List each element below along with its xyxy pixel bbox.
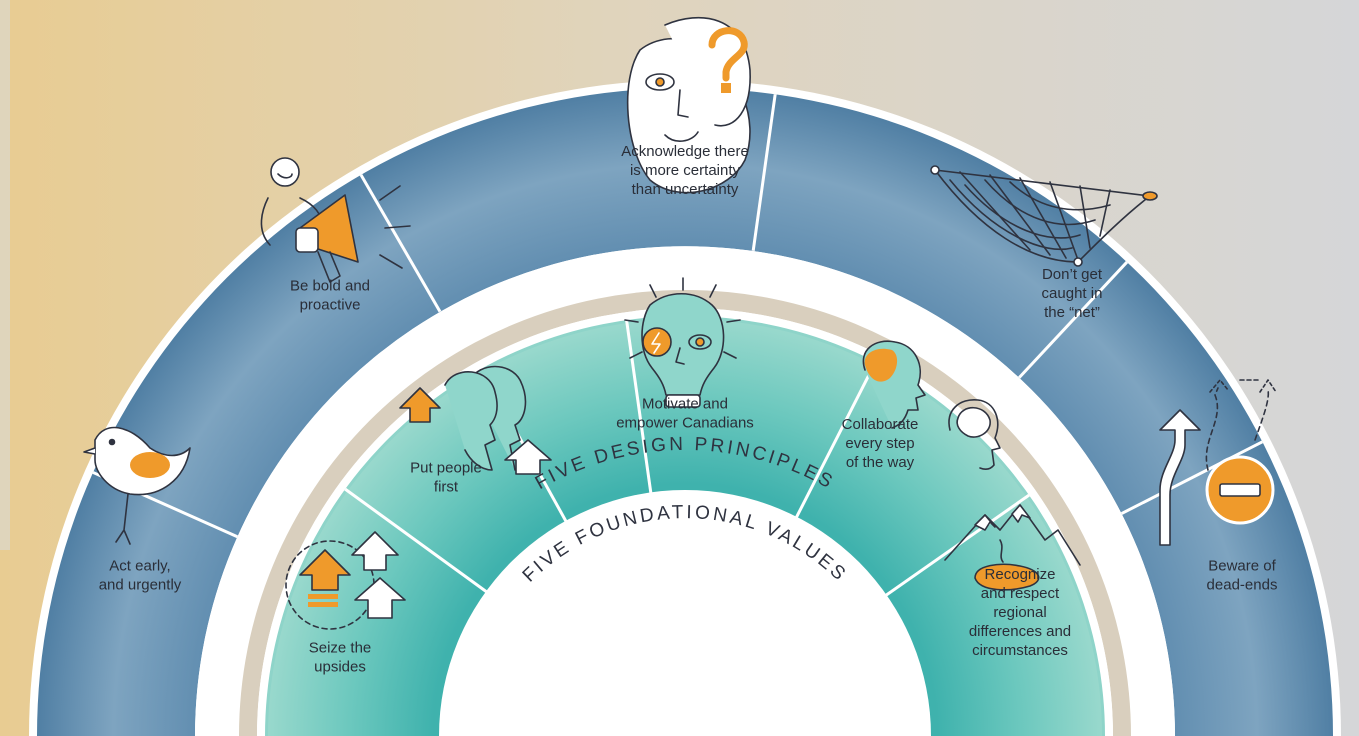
value-label-line: Collaborate xyxy=(842,416,919,433)
principle-label-line: dead-ends xyxy=(1207,577,1278,594)
value-label-line: empower Canadians xyxy=(616,415,754,432)
value-label-line: Seize the xyxy=(309,640,372,657)
upside-arrows-icon xyxy=(285,531,406,630)
value-label-line: Put people xyxy=(410,460,482,477)
value-label-line: every step xyxy=(845,435,914,452)
bird-icon xyxy=(83,426,191,545)
ring-divider-2 xyxy=(751,94,777,251)
principle-label-line: Don’t get xyxy=(1042,266,1103,283)
principle-label-line: Be bold and xyxy=(290,278,370,295)
principle-label-line: than uncertainty xyxy=(632,181,739,198)
principle-label-line: Acknowledge there xyxy=(621,143,749,160)
outer-ring xyxy=(37,88,1333,736)
mountain-lake-icon xyxy=(944,504,1081,591)
value-label-line: upsides xyxy=(314,659,366,676)
principle-label-4: Beware of dead-ends xyxy=(1207,558,1278,594)
left-edge-shade xyxy=(0,0,10,550)
lightbulb-head-icon xyxy=(624,277,741,408)
collaborate-heads-icon xyxy=(862,340,1001,471)
ring-divider-5 xyxy=(344,487,488,594)
net-icon xyxy=(930,165,1158,267)
principle-label-line: the “net” xyxy=(1044,304,1100,321)
value-label-line: first xyxy=(434,479,459,496)
principle-label-line: Beware of xyxy=(1208,558,1276,575)
principle-label-line: caught in xyxy=(1042,285,1103,302)
dead-end-icon xyxy=(1159,379,1277,546)
ring-divider-1 xyxy=(359,174,442,313)
principle-label-0: Act early, and urgently xyxy=(99,558,182,594)
value-label-4: Recognize and respect regional differences … xyxy=(969,566,1071,659)
segment-labels: Act early, and urgently Be bold and proacti… xyxy=(99,143,1278,676)
ring-divider-7 xyxy=(625,319,653,494)
value-label-1: Put people first xyxy=(410,460,482,496)
ring-divider-3 xyxy=(1018,261,1129,379)
value-label-0: Seize the upsides xyxy=(309,640,372,676)
principle-label-line: Act early, xyxy=(109,558,170,575)
principle-label-3: Don’t get caught in the “net” xyxy=(1042,266,1103,321)
value-label-line: differences and xyxy=(969,623,1071,640)
people-arrows-icon xyxy=(399,365,552,475)
megaphone-icon xyxy=(260,157,411,283)
value-label-line: Recognize xyxy=(985,566,1056,583)
value-label-2: Motivate and empower Canadians xyxy=(616,396,754,432)
principle-label-line: and urgently xyxy=(99,577,182,594)
center-core xyxy=(474,525,896,736)
ring-divider-8 xyxy=(794,361,878,519)
value-label-line: regional xyxy=(993,604,1046,621)
value-label-line: of the way xyxy=(846,454,915,471)
value-label-line: and respect xyxy=(981,585,1060,602)
ring-divider-4 xyxy=(1120,440,1264,515)
principle-label-2: Acknowledge there is more certainty than u… xyxy=(621,143,749,198)
principle-label-1: Be bold and proactive xyxy=(290,278,370,314)
value-label-line: Motivate and xyxy=(642,396,728,413)
principle-label-line: is more certainty xyxy=(630,162,741,179)
value-label-line: circumstances xyxy=(972,642,1068,659)
principle-label-line: proactive xyxy=(300,297,361,314)
value-label-3: Collaborate every step of the way xyxy=(842,416,919,471)
question-head-icon xyxy=(626,16,751,194)
